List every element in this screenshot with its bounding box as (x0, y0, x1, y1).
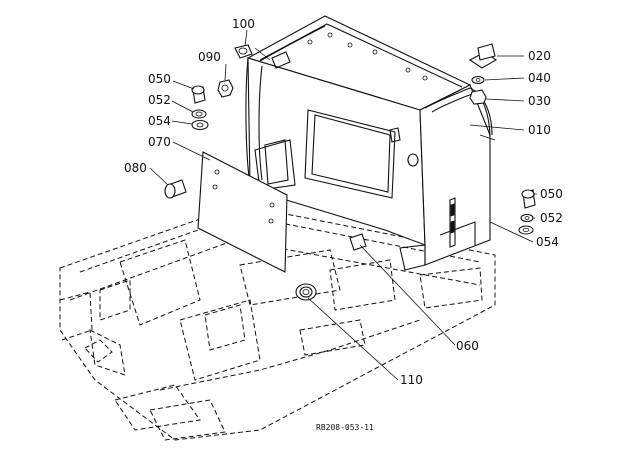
label-080: 080 (124, 161, 147, 175)
grommet-100 (234, 44, 253, 59)
bracket-020 (468, 43, 498, 69)
label-010: 010 (528, 123, 551, 137)
label-050-left: 050 (148, 72, 171, 86)
label-052-left: 052 (148, 93, 171, 107)
grommet-110 (295, 283, 317, 301)
washer-054-right (518, 225, 534, 235)
label-020: 020 (528, 49, 551, 63)
label-110: 110 (400, 373, 423, 387)
label-100: 100 (232, 17, 255, 31)
nut-030 (469, 89, 487, 105)
callout-labels: 100 090 050 052 054 070 080 020 040 030 … (124, 17, 563, 432)
label-030: 030 (528, 94, 551, 108)
washer-054-left (191, 119, 209, 131)
label-060: 060 (456, 339, 479, 353)
label-054-left: 054 (148, 114, 171, 128)
nut-090 (217, 79, 234, 98)
main-housing (245, 15, 493, 271)
washer-040 (471, 75, 485, 85)
label-050-right: 050 (540, 187, 563, 201)
bolt-080 (164, 179, 187, 199)
leader-lines (149, 29, 537, 381)
label-090: 090 (198, 50, 221, 64)
label-070: 070 (148, 135, 171, 149)
plate-070 (197, 151, 288, 273)
bolt-060 (349, 233, 367, 251)
label-052-right: 052 (540, 211, 563, 225)
bolt-050-right (521, 189, 536, 209)
label-040: 040 (528, 71, 551, 85)
bolt-050-left (191, 85, 206, 104)
washer-052-left (191, 109, 207, 119)
label-054-right: 054 (536, 235, 559, 249)
drawing-reference: RB208-053-11 (316, 423, 374, 432)
washer-052-right (520, 213, 534, 223)
